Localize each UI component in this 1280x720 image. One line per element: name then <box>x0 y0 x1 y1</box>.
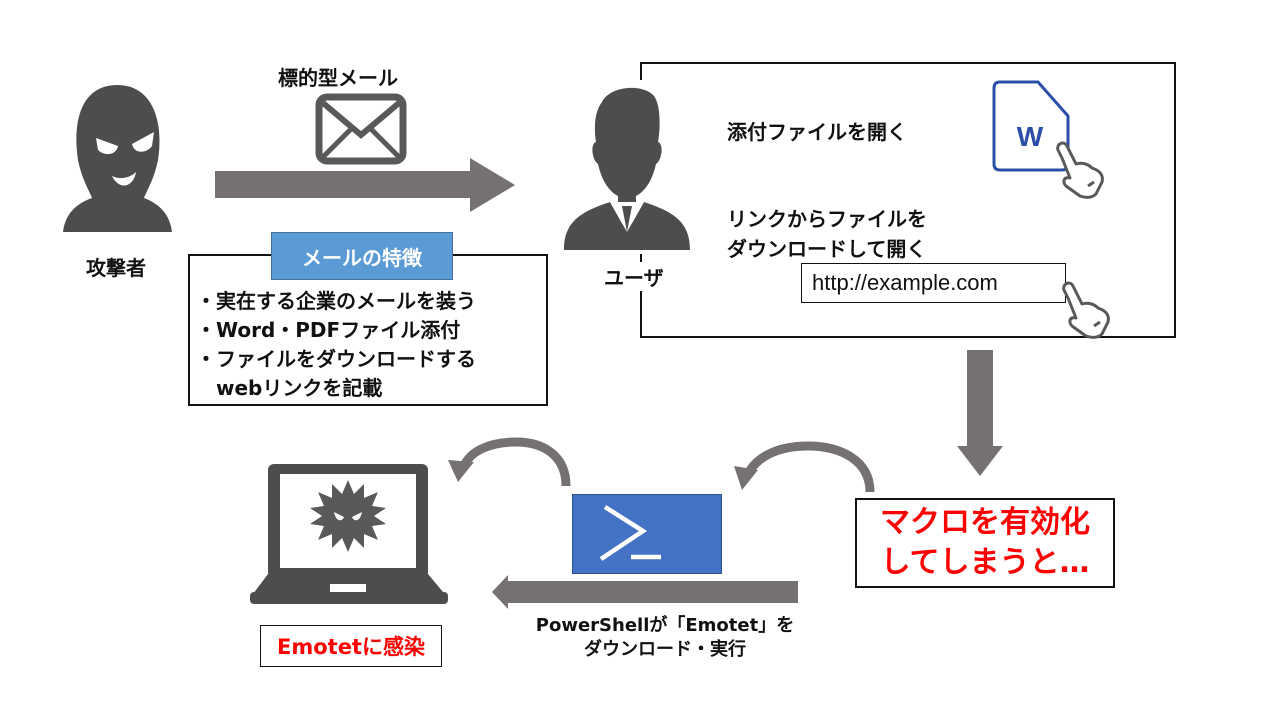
infection-label: Emotetに感染 <box>260 625 442 667</box>
feature-item: ・実在する企業のメールを装う <box>196 289 476 313</box>
powershell-description: PowerShellが「Emotet」を ダウンロード・実行 <box>520 614 810 662</box>
curved-arrow-left <box>440 436 580 492</box>
arrow-right <box>215 158 515 212</box>
attacker-icon <box>60 80 175 240</box>
feature-item: webリンクを記載 <box>196 376 383 400</box>
arrow-left <box>492 575 798 609</box>
user-icon <box>560 80 695 254</box>
mail-title: 標的型メール <box>278 66 398 90</box>
powershell-line-1: PowerShellが「Emotet」を <box>535 615 795 636</box>
url-link[interactable]: http://example.com <box>801 263 1066 303</box>
curved-arrow-left <box>720 440 880 500</box>
virus-icon <box>310 480 386 552</box>
link-line-2: ダウンロードして開く <box>727 237 927 261</box>
pointer-hand-icon <box>1052 140 1108 200</box>
link-line-1: リンクからファイルを <box>727 207 927 231</box>
link-download-text: リンクからファイルを ダウンロードして開く <box>727 204 927 264</box>
features-title: メールの特徴 <box>271 232 453 280</box>
envelope-icon <box>315 93 407 165</box>
macro-line-1: マクロを有効化 <box>880 505 1090 540</box>
open-attachment-text: 添付ファイルを開く <box>727 120 907 144</box>
user-label: ユーザ <box>604 262 664 291</box>
feature-item: ・ファイルをダウンロードする <box>196 347 476 371</box>
word-letter: W <box>1017 121 1044 152</box>
features-list: ・実在する企業のメールを装う ・Word・PDFファイル添付 ・ファイルをダウン… <box>196 287 476 403</box>
powershell-icon <box>572 494 722 574</box>
attacker-label: 攻撃者 <box>86 256 146 280</box>
pointer-hand-icon <box>1058 280 1114 340</box>
macro-line-2: してしまうと… <box>880 545 1090 580</box>
powershell-line-2: ダウンロード・実行 <box>584 639 746 660</box>
arrow-down <box>957 350 1003 476</box>
infected-laptop-icon <box>248 462 448 606</box>
macro-warning-box: マクロを有効化 してしまうと… <box>855 498 1115 588</box>
feature-item: ・Word・PDFファイル添付 <box>196 318 461 342</box>
